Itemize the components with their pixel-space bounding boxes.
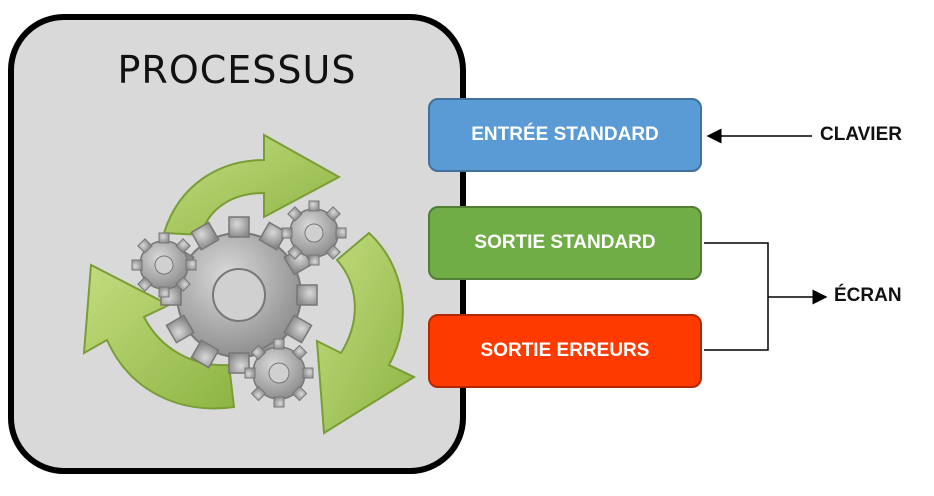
stdout-box: SORTIE STANDARD — [428, 206, 702, 280]
screen-label: ÉCRAN — [834, 285, 902, 306]
stdout-label: SORTIE STANDARD — [474, 232, 656, 253]
keyboard-label: CLAVIER — [820, 124, 902, 145]
stderr-box: SORTIE ERREURS — [428, 314, 702, 388]
gear-small-bottom — [244, 338, 314, 408]
gear-small-top — [281, 200, 347, 266]
stdin-box: ENTRÉE STANDARD — [428, 98, 702, 172]
process-title: PROCESSUS — [117, 48, 357, 92]
gear-small-left — [131, 232, 197, 298]
stdin-label: ENTRÉE STANDARD — [471, 124, 659, 145]
recycle-gears-icon — [82, 133, 417, 435]
cycle-arrow-right — [315, 231, 417, 435]
process-box: PROCESSUS — [8, 14, 466, 474]
cycle-arrow-top — [162, 133, 342, 237]
stderr-label: SORTIE ERREURS — [480, 340, 650, 361]
stdout-connector — [704, 242, 769, 351]
